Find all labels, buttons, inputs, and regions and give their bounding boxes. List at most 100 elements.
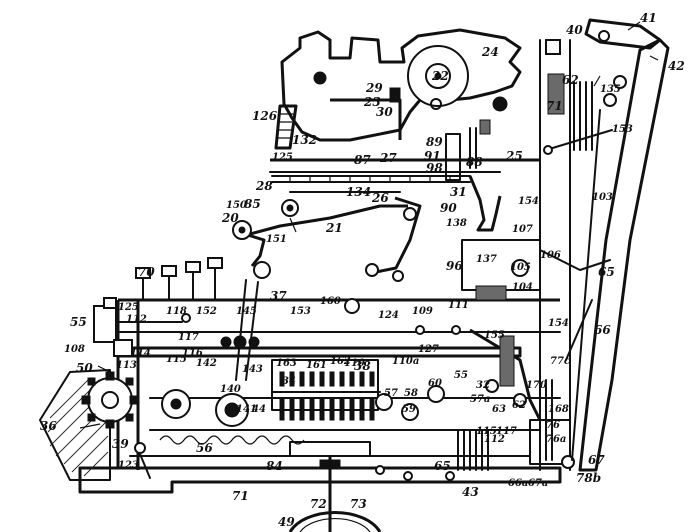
label-50: 50	[76, 361, 93, 375]
pivot-95	[485, 379, 499, 393]
block-top-right	[545, 39, 561, 55]
label-73: 73	[350, 497, 367, 511]
label-77c: 77c	[550, 356, 570, 367]
label-117b: 117	[496, 426, 517, 437]
label-160: 160	[320, 296, 341, 307]
label-113: 113	[116, 360, 137, 371]
knob-55-cap	[103, 297, 117, 309]
gear-50-teeth	[81, 371, 139, 429]
label-31: 31	[450, 185, 467, 199]
pivot-151	[253, 261, 271, 279]
feed-roller	[430, 98, 442, 110]
gear-50-inner	[101, 391, 119, 409]
label-71: 71	[546, 99, 563, 113]
label-138: 138	[446, 218, 467, 229]
wheel-85-hub	[286, 204, 294, 212]
pin-153	[543, 145, 553, 155]
wheel-58	[401, 403, 419, 421]
lever-31-90	[468, 175, 502, 232]
label-57a: 57a	[470, 394, 490, 405]
wheel-141-hub	[224, 402, 240, 418]
link-106	[539, 249, 611, 271]
spring-56	[159, 435, 305, 445]
label-88: 88	[466, 155, 483, 169]
label-110a: 110a	[392, 356, 419, 367]
pivot-lower-26b	[392, 270, 404, 282]
label-87: 87	[354, 153, 371, 167]
ribbon-clip	[389, 87, 401, 103]
gear-140	[161, 389, 191, 419]
pivot-40	[598, 30, 610, 42]
label-layer: 40 41 42 24 22 29 23 30 62 71 135 126 13…	[40, 11, 685, 529]
label-116: 116	[182, 348, 203, 359]
wheel-105	[511, 259, 529, 277]
label-24: 24	[481, 45, 499, 59]
pin-a	[181, 313, 191, 323]
block-114	[113, 339, 133, 357]
label-63: 63	[492, 404, 506, 415]
label-27: 27	[379, 151, 397, 165]
springs-170	[539, 379, 553, 461]
label-49: 49	[278, 515, 295, 529]
pedestal-plate	[289, 441, 371, 457]
label-142: 142	[196, 358, 217, 369]
pivot-67	[561, 455, 575, 469]
label-98: 98	[426, 161, 443, 175]
label-125b: 125	[118, 302, 139, 313]
label-66: 66	[594, 323, 611, 337]
label-65b: 65	[434, 459, 451, 473]
wheel-141	[215, 393, 249, 427]
cog-cluster-145	[220, 335, 260, 349]
label-168: 168	[548, 404, 569, 415]
label-106: 106	[540, 250, 561, 261]
label-39: 39	[112, 437, 129, 451]
label-32: 32	[476, 380, 490, 391]
long-rod-66	[565, 299, 593, 361]
wheel-60	[427, 385, 445, 403]
pin-b	[415, 325, 425, 335]
leader-lines	[79, 21, 659, 429]
lever-151	[237, 230, 266, 267]
label-124: 124	[378, 310, 399, 321]
spring-123	[139, 453, 151, 479]
label-110: 110	[344, 358, 365, 369]
label-111: 111	[448, 300, 469, 311]
label-141: 141	[236, 404, 257, 415]
pin-e	[403, 471, 413, 481]
label-40: 40	[566, 23, 583, 37]
label-41: 41	[640, 11, 657, 25]
base-plate	[78, 466, 562, 494]
knob-55	[93, 305, 117, 343]
knob-left-top	[313, 71, 327, 85]
comb-lower-teeth	[279, 397, 375, 421]
knob-right-top	[492, 96, 508, 112]
label-85: 85	[244, 197, 261, 211]
label-91: 91	[424, 149, 441, 163]
label-145: 145	[236, 306, 257, 317]
label-84: 84	[266, 459, 283, 473]
label-67: 67	[588, 453, 605, 467]
label-118: 118	[166, 306, 187, 317]
lever-26	[375, 196, 422, 274]
label-153b: 153	[290, 306, 311, 317]
label-162: 162	[330, 356, 351, 367]
label-59: 59	[402, 404, 416, 415]
label-76a: 76a	[546, 434, 566, 445]
strap-37	[235, 279, 259, 381]
label-125: 125	[272, 152, 293, 163]
label-103: 103	[592, 192, 613, 203]
dial-49	[288, 510, 382, 532]
slanted-cover	[578, 38, 670, 472]
label-58: 58	[404, 388, 418, 399]
label-135: 135	[600, 84, 621, 95]
label-163: 163	[276, 358, 297, 369]
label-21: 21	[325, 221, 343, 235]
label-90: 90	[440, 201, 457, 215]
keyboard-keys	[135, 257, 223, 301]
dial-49-inner	[299, 517, 371, 532]
label-55: 55	[70, 315, 87, 329]
label-170: 170	[526, 380, 547, 391]
wheel-57	[375, 393, 393, 411]
spring-stack-right	[573, 81, 593, 151]
